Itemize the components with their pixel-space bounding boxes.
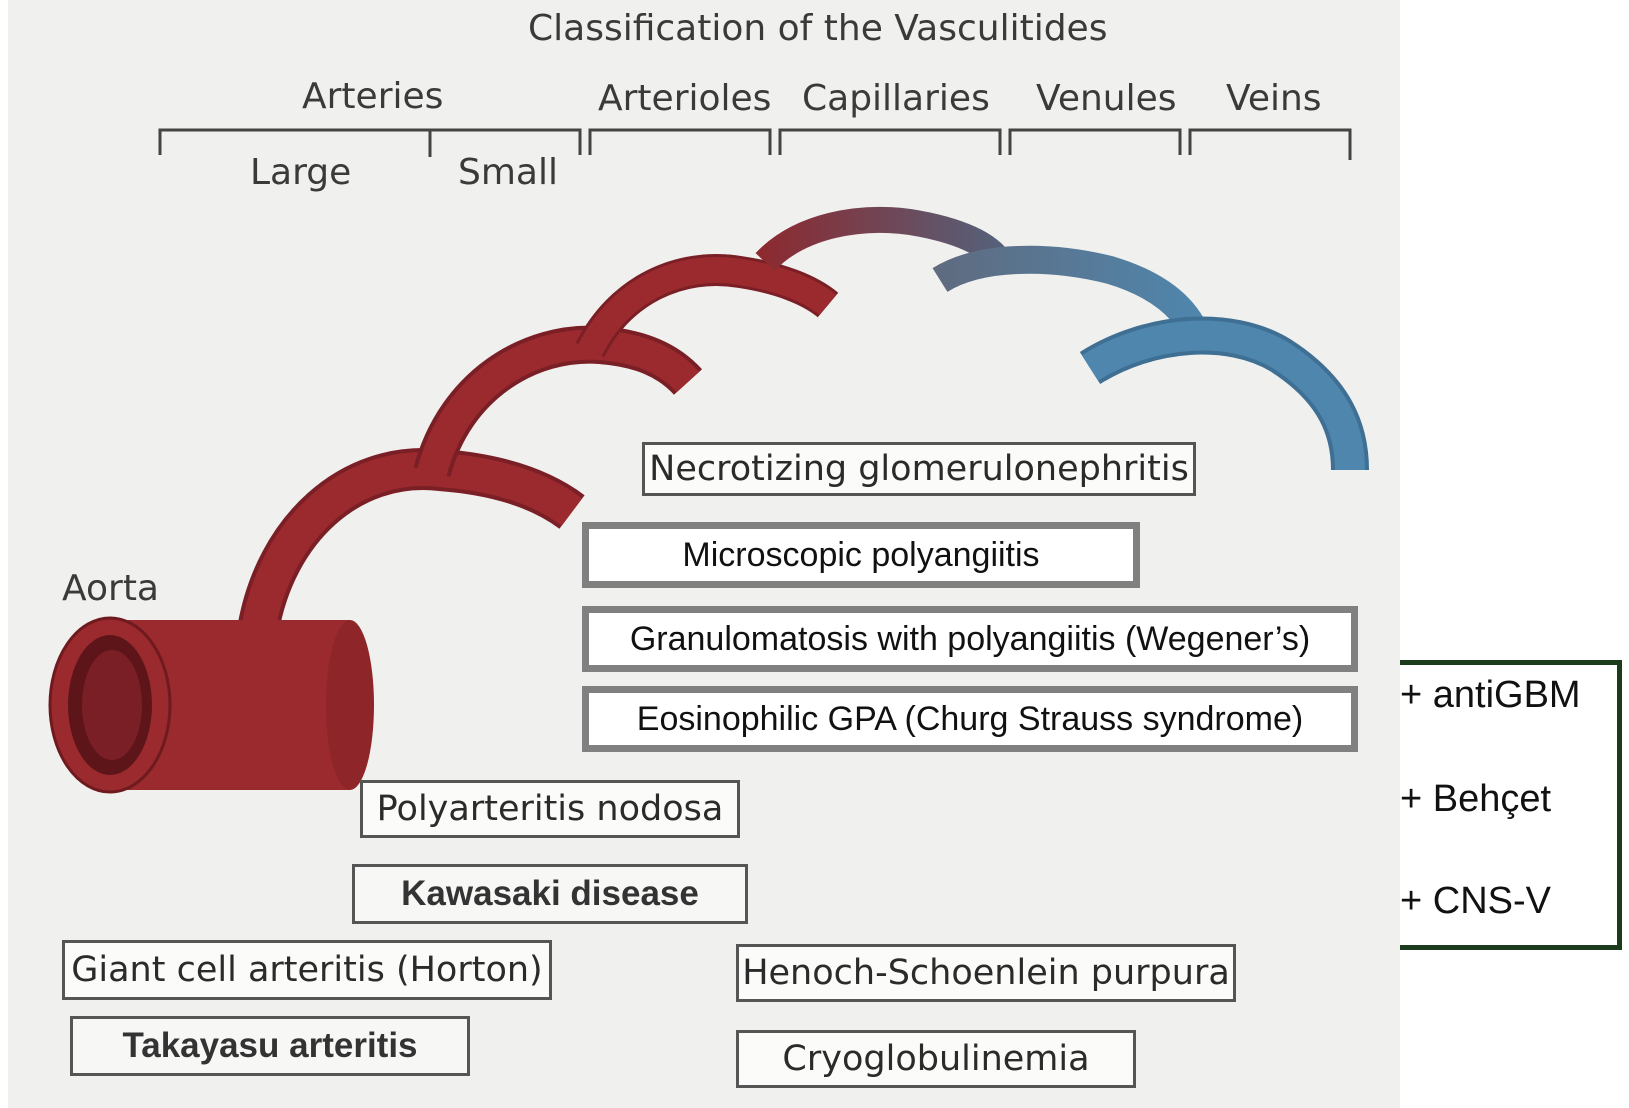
addition-antigbm: + antiGBM (1400, 674, 1581, 717)
diagram-title: Classification of the Vasculitides (528, 8, 1107, 49)
addition-cns-v: + CNS-V (1400, 880, 1551, 923)
small-header: Small (458, 152, 558, 193)
capillaries-header: Capillaries (802, 78, 990, 119)
kawasaki-disease-box: Kawasaki disease (352, 864, 748, 924)
cryoglobulinemia-box: Cryoglobulinemia (736, 1030, 1136, 1088)
aorta-illustration (50, 618, 374, 792)
aorta-label: Aorta (62, 568, 159, 609)
arteries-header: Arteries (302, 76, 443, 117)
microscopic-polyangiitis-box: Microscopic polyangiitis (582, 522, 1140, 588)
giant-cell-arteritis-box: Giant cell arteritis (Horton) (62, 940, 552, 1000)
necrotizing-glomerulonephritis-box: Necrotizing glomerulonephritis (642, 442, 1196, 496)
addition-behcet: + Behçet (1400, 778, 1551, 821)
veins-header: Veins (1226, 78, 1322, 119)
arterioles-header: Arterioles (598, 78, 771, 119)
granulomatosis-with-polyangiitis-box: Granulomatosis with polyangiitis (Wegene… (582, 606, 1358, 672)
polyarteritis-nodosa-box: Polyarteritis nodosa (360, 780, 740, 838)
vein-branches (940, 260, 1350, 470)
venules-header: Venules (1036, 78, 1177, 119)
eosinophilic-gpa-box: Eosinophilic GPA (Churg Strauss syndrome… (582, 686, 1358, 752)
takayasu-arteritis-box: Takayasu arteritis (70, 1016, 470, 1076)
henoch-schoenlein-purpura-box: Henoch-Schoenlein purpura (736, 944, 1236, 1002)
large-header: Large (250, 152, 351, 193)
